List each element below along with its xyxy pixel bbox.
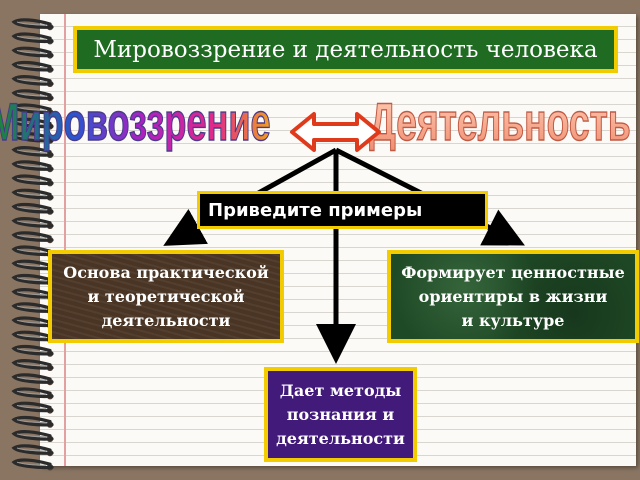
binding-ring — [11, 32, 54, 44]
binding-ring-highlight — [16, 433, 47, 438]
binding-ring-highlight — [16, 319, 47, 324]
page-margin-line — [64, 14, 66, 466]
spiral-binding-rings — [11, 18, 54, 471]
binding-ring-highlight — [16, 92, 47, 97]
binding-ring — [11, 231, 54, 242]
binding-ring — [11, 458, 54, 470]
binding-ring-highlight — [16, 206, 47, 211]
examples-prompt-text: Приведите примеры — [208, 199, 423, 221]
binding-ring-highlight — [16, 64, 47, 69]
binding-ring-highlight — [16, 419, 47, 424]
binding-ring-highlight — [16, 191, 47, 196]
wordart-activity: Деятельность — [369, 91, 630, 151]
binding-ring — [11, 146, 54, 157]
binding-ring — [11, 174, 54, 186]
node-practical-theoretical-basis: Основа практической и теоретической деят… — [48, 250, 284, 343]
binding-ring-highlight — [16, 248, 47, 253]
binding-ring-highlight — [16, 376, 47, 381]
binding-ring — [11, 259, 54, 271]
binding-ring-highlight — [16, 120, 47, 125]
binding-ring — [11, 415, 54, 427]
binding-ring — [11, 18, 54, 29]
binding-ring-highlight — [16, 291, 47, 296]
examples-prompt-box: Приведите примеры — [197, 191, 488, 229]
node-value-orientations: Формирует ценностные ориентиры в жизни и… — [387, 250, 639, 343]
binding-ring-highlight — [16, 234, 47, 239]
binding-ring-highlight — [16, 390, 47, 395]
binding-ring-highlight — [16, 404, 47, 409]
binding-ring-highlight — [16, 305, 47, 310]
page-title-text: Мировоззрение и деятельность человека — [93, 36, 598, 63]
binding-ring — [11, 245, 54, 257]
binding-ring-highlight — [16, 348, 47, 353]
binding-ring — [11, 103, 54, 115]
binding-ring — [11, 60, 54, 72]
double-arrow-icon — [290, 112, 381, 152]
binding-ring-highlight — [16, 461, 47, 466]
binding-ring — [11, 202, 54, 214]
binding-ring — [11, 288, 54, 299]
binding-ring — [11, 75, 54, 86]
binding-ring — [11, 217, 54, 228]
node-right-text: Формирует ценностные ориентиры в жизни и… — [401, 262, 625, 330]
binding-ring-highlight — [16, 35, 47, 40]
binding-ring-highlight — [16, 177, 47, 182]
binding-ring — [11, 160, 54, 171]
binding-ring-highlight — [16, 262, 47, 267]
binding-ring — [11, 89, 54, 100]
binding-ring-highlight — [16, 163, 47, 168]
binding-ring-highlight — [16, 447, 47, 452]
binding-ring-highlight — [16, 277, 47, 282]
binding-ring — [11, 131, 54, 143]
binding-ring — [11, 444, 54, 455]
binding-ring — [11, 387, 54, 399]
page-title: Мировоззрение и деятельность человека — [73, 26, 618, 73]
node-left-text: Основа практической и теоретической деят… — [63, 262, 269, 330]
binding-ring — [11, 359, 54, 370]
binding-ring-highlight — [16, 220, 47, 225]
binding-ring-highlight — [16, 106, 47, 111]
binding-ring-highlight — [16, 333, 47, 338]
binding-ring — [11, 344, 54, 356]
binding-ring-highlight — [16, 78, 47, 83]
binding-ring-highlight — [16, 49, 47, 54]
binding-ring-highlight — [16, 21, 47, 26]
node-methods-of-cognition: Дает методы познания и деятельности — [264, 367, 417, 462]
binding-ring — [11, 46, 54, 58]
binding-ring — [11, 188, 54, 200]
binding-ring — [11, 273, 54, 285]
binding-ring — [11, 117, 54, 129]
binding-ring-highlight — [16, 362, 47, 367]
binding-ring — [11, 316, 54, 328]
binding-ring-highlight — [16, 135, 47, 140]
binding-ring — [11, 401, 54, 413]
binding-ring-highlight — [16, 149, 47, 154]
wordart-worldview: Мировоззрение — [0, 92, 271, 152]
binding-ring — [11, 373, 54, 384]
binding-ring — [11, 302, 54, 313]
node-bottom-text: Дает методы познания и деятельности — [276, 380, 405, 448]
binding-ring — [11, 330, 54, 342]
binding-ring — [11, 430, 54, 441]
